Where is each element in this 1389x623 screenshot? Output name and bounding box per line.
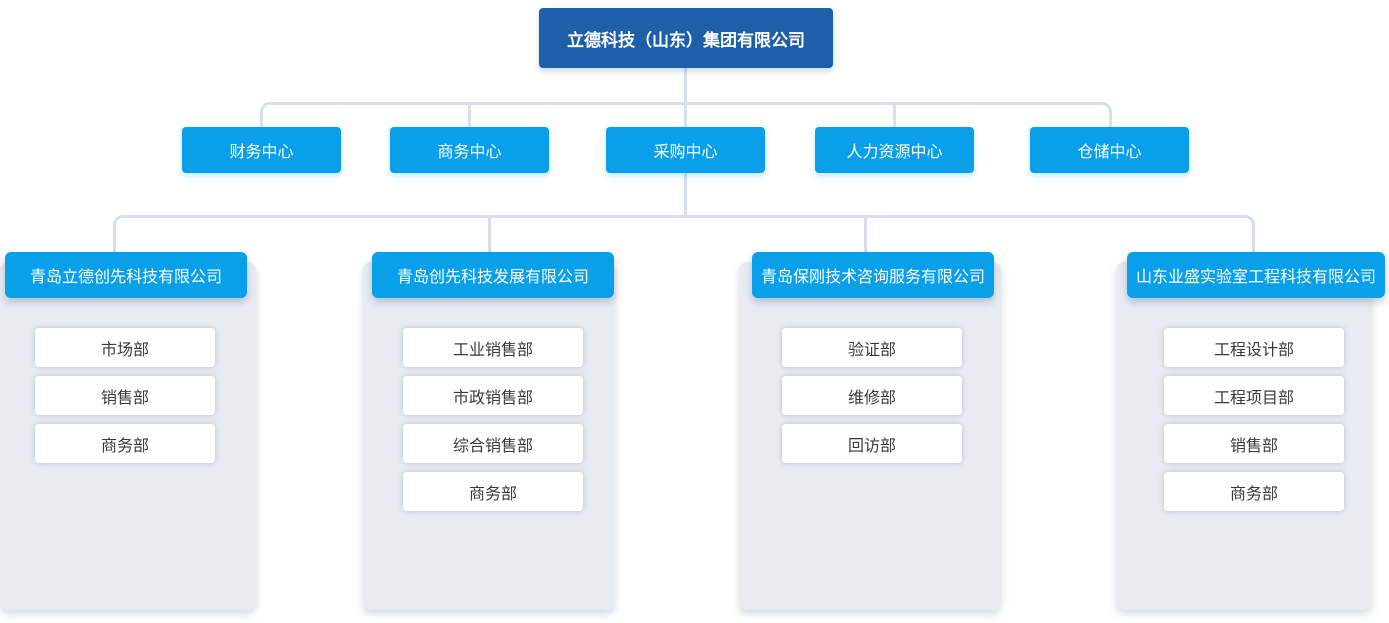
connector-drop-procurement-center xyxy=(684,104,687,127)
subsidiary-header-2: 青岛创先科技发展有限公司 xyxy=(372,252,614,298)
subsidiary-header-3: 青岛保刚技术咨询服务有限公司 xyxy=(752,252,994,298)
department-item: 商务部 xyxy=(403,472,583,511)
center-node-warehouse: 仓储中心 xyxy=(1030,127,1189,173)
subsidiary-header-1: 青岛立德创先科技有限公司 xyxy=(5,252,247,298)
connector-procurement-stem xyxy=(684,173,687,217)
connector-drop-hr-center xyxy=(893,104,896,127)
center-node-finance: 财务中心 xyxy=(182,127,341,173)
department-item: 回访部 xyxy=(782,424,962,463)
connector-subsidiaries-bracket xyxy=(113,215,1255,252)
department-item: 工业销售部 xyxy=(403,328,583,367)
connector-root-stem xyxy=(684,68,687,105)
department-item: 维修部 xyxy=(782,376,962,415)
connector-drop-subsidiary-3 xyxy=(864,217,867,252)
department-item: 销售部 xyxy=(35,376,215,415)
center-node-procurement: 采购中心 xyxy=(606,127,765,173)
department-item: 销售部 xyxy=(1164,424,1344,463)
center-node-hr: 人力资源中心 xyxy=(815,127,974,173)
department-item: 市场部 xyxy=(35,328,215,367)
department-item: 综合销售部 xyxy=(403,424,583,463)
department-item: 商务部 xyxy=(1164,472,1344,511)
connector-drop-subsidiary-2 xyxy=(488,217,491,252)
org-root-node: 立德科技（山东）集团有限公司 xyxy=(539,8,833,68)
department-item: 商务部 xyxy=(35,424,215,463)
center-node-business: 商务中心 xyxy=(390,127,549,173)
connector-drop-business-center xyxy=(468,104,471,127)
department-item: 验证部 xyxy=(782,328,962,367)
department-item: 工程设计部 xyxy=(1164,328,1344,367)
department-item: 市政销售部 xyxy=(403,376,583,415)
connector-centers-bracket xyxy=(260,102,1112,127)
department-item: 工程项目部 xyxy=(1164,376,1344,415)
subsidiary-header-4: 山东业盛实验室工程科技有限公司 xyxy=(1127,252,1385,298)
